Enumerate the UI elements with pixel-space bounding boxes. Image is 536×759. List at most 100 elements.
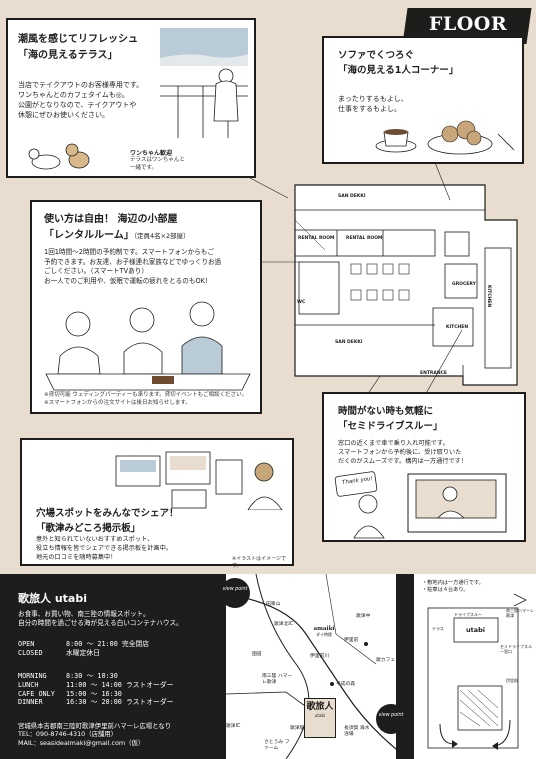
- site-map-notes: ・敷地内は一方通行です。 ・駐車は４台あり。: [422, 580, 484, 593]
- floor-plan: [294, 184, 518, 386]
- dog-welcome-badge: ワンちゃん歓迎: [130, 150, 173, 157]
- menu-hours-value: 8:30 〜 10:30: [66, 672, 118, 680]
- rental-room-card: 使い方は自由！ 海辺の小部屋 「レンタルルーム」（定員4名×2部屋） 1回1時間…: [30, 200, 262, 414]
- label-rental-room-1: RENTAL ROOM: [298, 236, 335, 241]
- dog-illustration: [28, 143, 90, 170]
- site-map-label: utabi: [466, 626, 486, 634]
- menu-hours-label: DINNER: [18, 698, 43, 707]
- shop-info-section: 歌旅人 utabi お食事、お買い物、南三陸の情報スポット。 自分の時間を過ごせ…: [0, 574, 536, 759]
- terrace-title-line2: 「海の見えるテラス」: [18, 49, 118, 61]
- menu-hours-value: 15:00 〜 16:30: [66, 689, 122, 698]
- shop-description: お食事、お買い物、南三陸の情報スポット。 自分の時間を過ごせる海が見える白いコン…: [18, 610, 183, 627]
- map-label: 国道: [252, 652, 262, 657]
- label-san-dekki-top: SAN DEKKI: [338, 194, 366, 199]
- rental-body-line: 予約できます。お友達、お子様連れ家族などでゆっくりお過: [44, 257, 222, 266]
- label-grocery: GROCERY: [452, 282, 476, 287]
- map-label: 歌津IC: [226, 724, 241, 729]
- board-body: 意外と知られていないおすすめスポット、 役立ち情報を皆でシェアできる掲示板を計画…: [36, 536, 266, 563]
- menu-hours-label: LUNCH: [18, 680, 39, 689]
- map-label: 伊里前川: [310, 654, 330, 659]
- board-illustration: [115, 451, 283, 510]
- hours-label: CLOSED: [18, 648, 43, 657]
- terrace-title-line1: 潮風を感じてリフレッシュ: [18, 34, 138, 45]
- map-label: 平成の森: [336, 682, 356, 687]
- sofa-body-line: 仕事をするもよし。: [338, 105, 401, 114]
- board-body-line: 意外と知られていないおすすめスポット、: [36, 536, 154, 543]
- shop-address: 宮城県本吉郡南三陸町歌津伊里前ハマーレ広場となり: [18, 722, 172, 730]
- sofa-body-line: まったりするもよし、: [338, 95, 408, 103]
- utabi-sign: 歌旅人 utabi: [304, 698, 336, 738]
- map-label: 南三陸 ハマーレ歌津: [262, 674, 293, 685]
- drive-body: 窓口の近くまで車で乗り入れ可能です。 スマートフォンから予約後に、受け取りいた …: [338, 440, 522, 467]
- terrace-body-line: 当店でテイクアウトのお客様専用です。: [18, 81, 144, 89]
- area-map: 田束山 歌津北IC 国道 歌津IC 歌津中 伊里前 平成の森 南三陸 ハマーレ歌…: [220, 574, 406, 759]
- label-rental-room-2: RENTAL ROOM: [346, 236, 383, 241]
- board-body-line: 地元の口コミを随時募集中！: [36, 553, 117, 561]
- dog-note-line: テラスはワンちゃんと: [130, 157, 185, 163]
- map-label: 歌カフェ: [376, 658, 396, 663]
- board-card: 穴場スポットをみんなでシェア！ 「歌津みどころ掲示板」 意外と知られていないおす…: [20, 438, 294, 569]
- rental-title-note: （定員4名×2部屋）: [133, 231, 190, 240]
- rental-note-line: ※スマートフォンからの注文サイトは後日お知らせします。: [44, 399, 191, 406]
- menu-hours-label: MORNING: [18, 672, 47, 680]
- site-map-drawing: [427, 593, 527, 750]
- drive-body-line: 窓口の近くまで車で乗り入れ可能です。: [338, 440, 449, 447]
- coffee-cake-illustration: [375, 120, 515, 155]
- utabi-sign-sub: utabi: [314, 712, 326, 718]
- view-point-badge-top: view point: [220, 578, 250, 608]
- sofa-card: ソファでくつろぐ 「海の見える1人コーナー」 まったりするもよし、 仕事をするも…: [322, 36, 524, 164]
- board-title-line1: 穴場スポットをみんなでシェア！: [36, 508, 179, 519]
- shop-contact: 宮城県本吉郡南三陸町歌津伊里前ハマーレ広場となり TEL：090-8746-43…: [18, 722, 171, 747]
- hours-label: OPEN: [18, 640, 35, 648]
- map-label: 伊里前: [344, 638, 359, 643]
- amaiki-logo-sub: ダイ時館: [316, 632, 332, 637]
- amaiki-logo: amaiki ダイ時館: [312, 626, 336, 638]
- site-map-note-line: ・敷地内は一方通行です。: [422, 580, 484, 586]
- drive-body-line: スマートフォンから予約後に、受け取りいた: [338, 448, 462, 456]
- board-note: ※イラストはイメージです。: [232, 556, 286, 569]
- sofa-title-line1: ソファでくつろぐ: [338, 50, 415, 61]
- map-label: さとうみ ファーム: [264, 740, 290, 751]
- hours-value: 8:00 〜 21:00 完全閉店: [66, 640, 150, 648]
- site-map-label: 南三陸ハマーレ歌津: [506, 608, 534, 618]
- dog-note: テラスはワンちゃんと 一緒です。: [130, 157, 185, 172]
- board-body-line: 役立ち情報を皆でシェアできる掲示板を計画中。: [36, 544, 172, 552]
- friends-illustration: [45, 301, 251, 391]
- site-map: ・敷地内は一方通行です。 ・駐車は４台あり。 ドライブスルー utabi 南三陸…: [414, 574, 536, 759]
- utabi-sign-text: 歌旅人: [306, 702, 334, 712]
- map-label: 田束山: [266, 602, 281, 607]
- terrace-body-line: 公園がとなりなので、テイクアウトや: [18, 101, 137, 110]
- drive-through-illustration: [334, 471, 507, 539]
- terrace-illustration: [160, 28, 248, 141]
- terrace-body: 当店でテイクアウトのお客様専用です。 ワンちゃんとのカフェタイムも◎。 公園がと…: [18, 80, 163, 121]
- shop-tel: TEL：090-8746-4310（店舗用）: [18, 730, 118, 739]
- dog-note-line: 一緒です。: [130, 164, 157, 171]
- drive-title-line1: 時間がない時も気軽に: [338, 406, 434, 417]
- menu-hours-label: CAFE ONLY: [18, 689, 55, 698]
- site-map-label: ドライブスルー: [454, 612, 482, 617]
- terrace-body-line: ワンちゃんとのカフェタイムも◎。: [18, 91, 129, 100]
- amaiki-logo-text: amaiki: [313, 626, 335, 632]
- rental-notes: ※貸切可能 ウェディングパーティーも承ります。貸切イベントもご相談ください。 ※…: [44, 392, 258, 407]
- rental-body-line: お一人でのご利用や、仮眠で運転の疲れをとるのもOK!: [44, 276, 208, 285]
- map-label: 歌津北IC: [274, 622, 294, 627]
- label-san-dekki-bottom: SAN DEKKI: [335, 340, 363, 345]
- shop-mail: MAIL：seasidealmaki@gmail.com（仮）: [18, 738, 145, 747]
- rental-title-line1: 使い方は自由！ 海辺の小部屋: [44, 214, 178, 225]
- rental-body-line: ごしください。（スマートTVあり）: [44, 267, 148, 276]
- rental-note-line: ※貸切可能 ウェディングパーティーも承ります。貸切イベントもご相談ください。: [44, 392, 248, 398]
- rental-body: 1回1時間〜2時間の予約制です。スマートフォンからもご 予約できます。お友達、お…: [44, 248, 258, 286]
- map-label: 歌津駅: [290, 726, 305, 731]
- terrace-body-line: 休憩にぜひお使いください。: [18, 111, 109, 120]
- label-entrance: ENTRANCE: [420, 371, 447, 376]
- shop-name: 歌旅人 utabi: [18, 592, 87, 605]
- label-wc: WC: [297, 300, 306, 305]
- map-label: 歌津中: [356, 614, 371, 619]
- menu-hours-value: 16:30 〜 20:00 ラストオーダー: [66, 698, 174, 707]
- rental-title-line2: 「レンタルルーム」: [44, 229, 134, 241]
- site-map-note-line: ・駐車は４台あり。: [422, 586, 469, 593]
- view-point-badge-bottom: view point: [376, 704, 406, 734]
- label-kitchen: KITCHEN: [446, 325, 469, 330]
